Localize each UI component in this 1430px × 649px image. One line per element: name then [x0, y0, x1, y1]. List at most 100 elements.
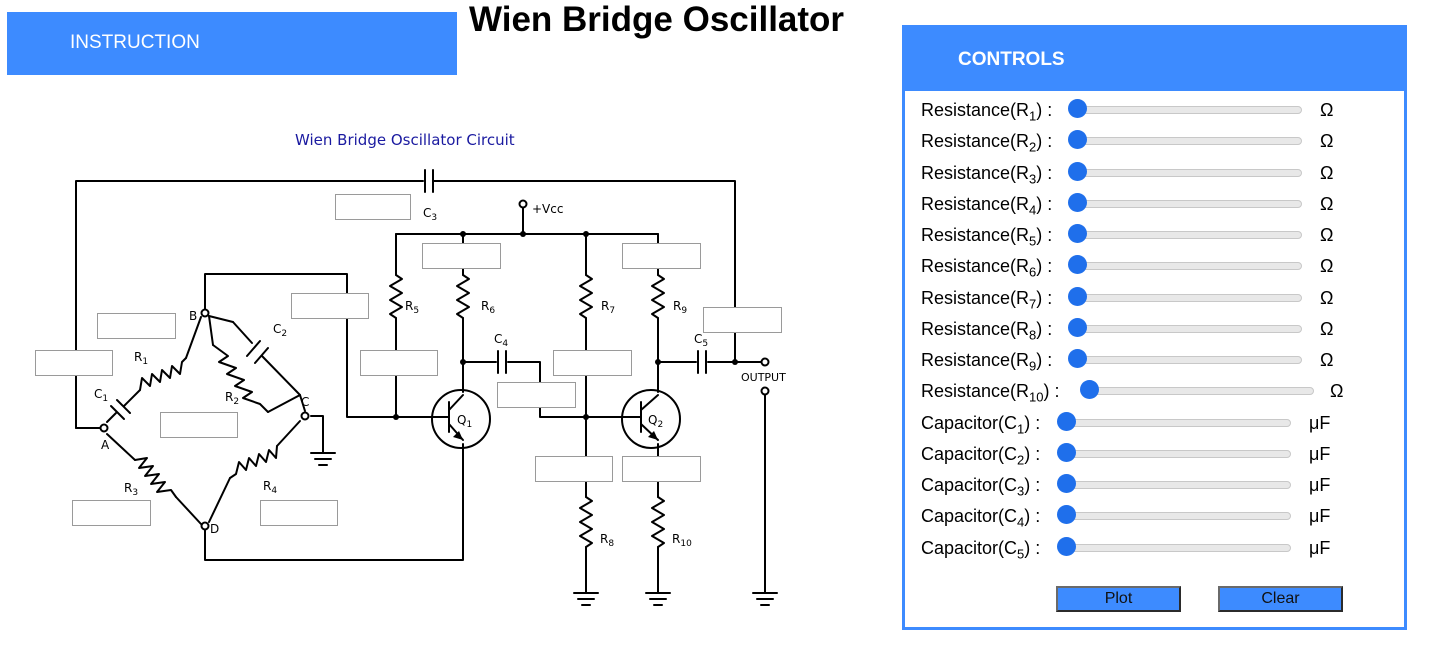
r4-value-input[interactable] — [260, 500, 338, 526]
slider-track[interactable] — [1078, 262, 1302, 270]
c5-value-input[interactable] — [703, 307, 782, 333]
slider-unit: μF — [1309, 413, 1331, 433]
r9-value-input[interactable] — [622, 243, 701, 269]
slider-track[interactable] — [1078, 294, 1302, 302]
terminal-node-c — [300, 411, 310, 421]
slider-unit: Ω — [1320, 163, 1334, 183]
slider-thumb[interactable] — [1068, 99, 1087, 118]
slider-track[interactable] — [1078, 200, 1302, 208]
wien-bridge-circuit-diagram: Wien Bridge Oscillator Circuit +Vcc OUTP… — [75, 131, 786, 606]
slider-thumb[interactable] — [1068, 287, 1087, 306]
slider-label-suffix: ) : — [1024, 444, 1041, 464]
wire-c-ground — [310, 415, 324, 453]
slider-label-text: Resistance(R — [921, 350, 1030, 370]
slider-row: Capacitor(C5) :μF — [905, 533, 1404, 563]
instruction-button[interactable]: INSTRUCTION — [7, 12, 457, 75]
slider-thumb[interactable] — [1057, 537, 1076, 556]
junction-q1-base — [393, 414, 399, 420]
slider-row: Resistance(R4) :Ω — [905, 189, 1404, 219]
slider-label-subscript: 1 — [1017, 421, 1025, 437]
slider-track[interactable] — [1078, 231, 1302, 239]
slider-unit: Ω — [1320, 100, 1334, 120]
label-c4: C4 — [494, 332, 508, 349]
slider-label-suffix: ) : — [1036, 100, 1053, 120]
wire-c2-part1 — [232, 321, 253, 344]
slider-label-suffix: ) : — [1036, 256, 1053, 276]
slider-thumb[interactable] — [1068, 162, 1087, 181]
slider-unit: Ω — [1320, 350, 1334, 370]
terminal-output-bottom — [760, 386, 770, 396]
label-c3: C3 — [423, 206, 437, 223]
node-label-a: A — [101, 438, 110, 452]
slider-track[interactable] — [1078, 169, 1302, 177]
slider-label-suffix: ) : — [1024, 506, 1041, 526]
wire-c2-part2 — [261, 355, 301, 396]
slider-track[interactable] — [1067, 450, 1291, 458]
slider-track[interactable] — [1090, 387, 1314, 395]
node-label-d: D — [210, 522, 219, 536]
slider-thumb[interactable] — [1057, 443, 1076, 462]
r2-value-input[interactable] — [160, 412, 238, 438]
c1-value-input[interactable] — [35, 350, 113, 376]
wire-feedback-top — [75, 180, 736, 429]
slider-label-suffix: ) : — [1036, 194, 1053, 214]
slider-thumb[interactable] — [1068, 224, 1087, 243]
r8-value-input[interactable] — [535, 456, 613, 482]
slider-track[interactable] — [1067, 481, 1291, 489]
slider-label-text: Capacitor(C — [921, 413, 1018, 433]
r10-value-input[interactable] — [622, 456, 701, 482]
slider-thumb[interactable] — [1068, 349, 1087, 368]
c2-value-input[interactable] — [291, 293, 369, 319]
label-r7: R7 — [601, 299, 615, 316]
slider-track[interactable] — [1067, 512, 1291, 520]
plot-button[interactable]: Plot — [1056, 586, 1181, 612]
slider-track[interactable] — [1078, 106, 1302, 114]
transistor-q2-body — [621, 389, 681, 449]
r3-value-input[interactable] — [72, 500, 151, 526]
slider-label-suffix: ) : — [1024, 538, 1041, 558]
slider-track[interactable] — [1067, 419, 1291, 427]
slider-label-suffix: ) : — [1024, 475, 1041, 495]
slider-label-suffix: ) : — [1036, 131, 1053, 151]
slider-thumb[interactable] — [1057, 412, 1076, 431]
c3-value-input[interactable] — [335, 194, 411, 220]
slider-label-subscript: 3 — [1029, 171, 1037, 187]
slider-label-text: Capacitor(C — [921, 444, 1018, 464]
r7-value-input[interactable] — [553, 350, 632, 376]
slider-label-text: Resistance(R — [921, 163, 1030, 183]
slider-row: Resistance(R7) :Ω — [905, 283, 1404, 313]
slider-thumb[interactable] — [1068, 130, 1087, 149]
r5-value-input[interactable] — [360, 350, 438, 376]
slider-thumb[interactable] — [1057, 474, 1076, 493]
slider-thumb[interactable] — [1080, 380, 1099, 399]
c4-value-input[interactable] — [497, 382, 576, 408]
junction-q1-collector — [460, 359, 466, 365]
wire-a-r3 — [106, 433, 136, 461]
label-c1: C1 — [94, 387, 108, 404]
slider-label-text: Resistance(R — [921, 100, 1030, 120]
slider-label-text: Resistance(R — [921, 381, 1030, 401]
slider-label-subscript: 10 — [1029, 389, 1044, 405]
clear-button[interactable]: Clear — [1218, 586, 1343, 612]
circuit-title: Wien Bridge Oscillator Circuit — [295, 131, 515, 149]
slider-track[interactable] — [1078, 325, 1302, 333]
wire-b-r2-branch — [208, 315, 214, 346]
slider-thumb[interactable] — [1068, 193, 1087, 212]
slider-track[interactable] — [1078, 356, 1302, 364]
slider-label-subscript: 2 — [1029, 139, 1037, 155]
slider-unit: Ω — [1320, 319, 1334, 339]
slider-thumb[interactable] — [1057, 505, 1076, 524]
wire-r2-c — [267, 394, 306, 413]
slider-thumb[interactable] — [1068, 318, 1087, 337]
slider-label-suffix: ) : — [1036, 288, 1053, 308]
slider-track[interactable] — [1078, 137, 1302, 145]
r6-value-input[interactable] — [422, 243, 501, 269]
slider-unit: Ω — [1320, 131, 1334, 151]
slider-label: Resistance(R6) : — [921, 256, 1052, 280]
r1-value-input[interactable] — [97, 313, 176, 339]
junction-feedback — [732, 359, 738, 365]
slider-track[interactable] — [1067, 544, 1291, 552]
slider-thumb[interactable] — [1068, 255, 1087, 274]
slider-label-text: Capacitor(C — [921, 506, 1018, 526]
resistor-r7-zigzag — [579, 274, 593, 319]
